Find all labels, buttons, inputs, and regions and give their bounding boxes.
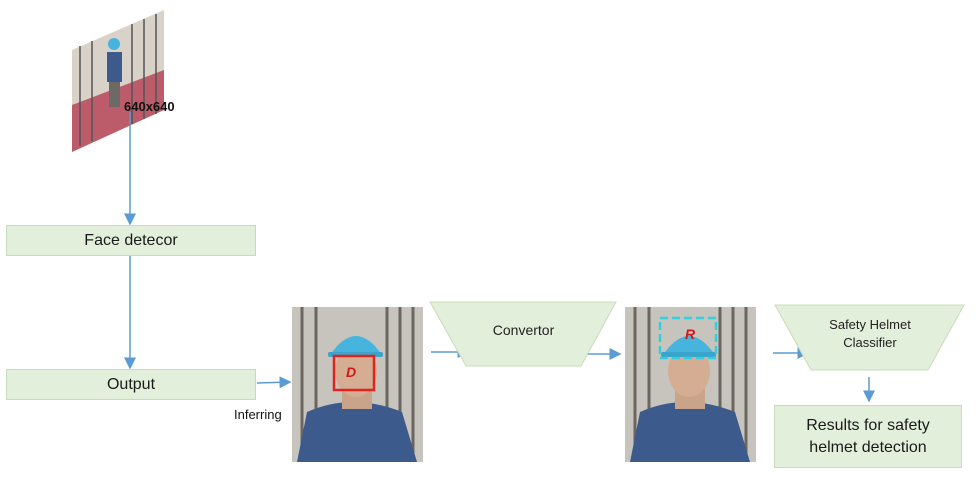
convertor-label: Convertor: [492, 322, 555, 338]
output-box: Output: [6, 369, 256, 400]
detection-box: [332, 354, 376, 392]
detection-mark: D: [346, 364, 356, 380]
input-size-label: 640x640: [124, 99, 175, 114]
reference-box: [658, 316, 718, 360]
results-box: Results for safety helmet detection: [774, 405, 962, 468]
results-label-line1: Results for safety: [806, 416, 930, 434]
output-label: Output: [106, 375, 156, 393]
reference-mark: R: [685, 326, 696, 342]
input-image: [72, 10, 164, 152]
face-detector-box: Face detecor: [6, 225, 256, 256]
classifier-label-line1: Safety Helmet: [829, 317, 911, 332]
inferring-label: Inferring: [234, 407, 282, 422]
arrow-output-to-crop: [256, 376, 292, 389]
results-label-line2: helmet detection: [809, 438, 927, 456]
classifier-label: Safety Helmet Classifier: [795, 316, 945, 352]
face-detector-label: Face detecor: [84, 231, 178, 249]
detected-face-image: [292, 307, 423, 462]
classifier-label-line2: Classifier: [843, 335, 897, 350]
